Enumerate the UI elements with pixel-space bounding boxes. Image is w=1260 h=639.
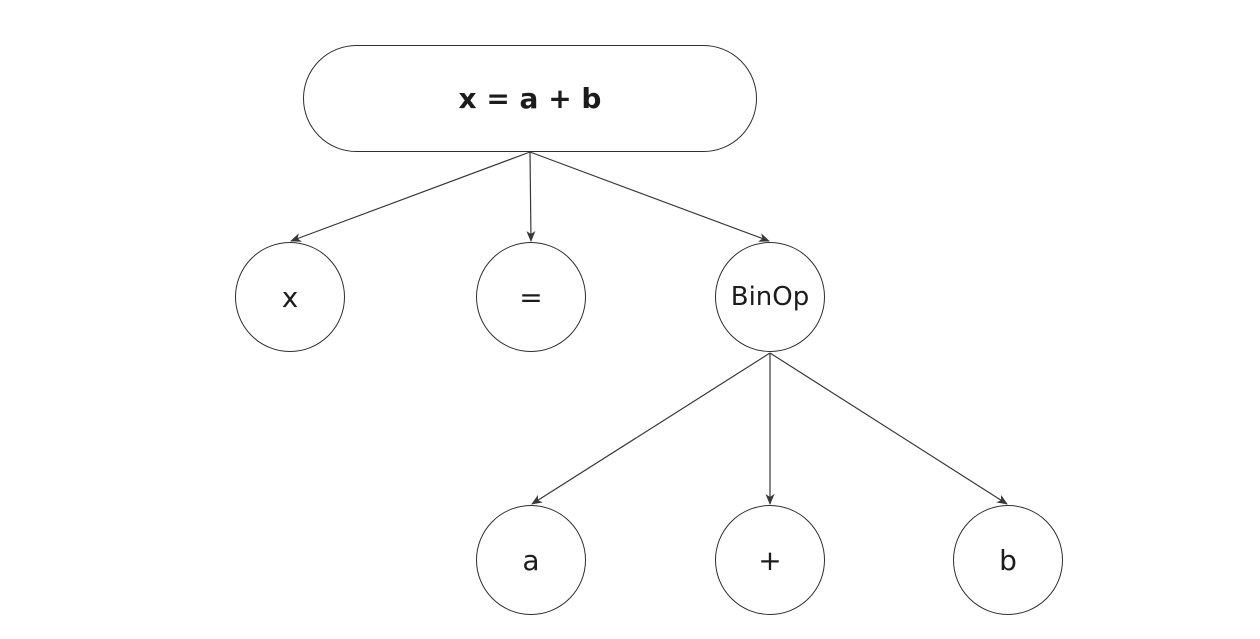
node-b-label: b [999,543,1017,577]
node-statement-label: x = a + b [458,82,602,115]
node-statement: x = a + b [303,45,757,152]
node-a-label: a [522,543,540,577]
node-x-label: x [281,280,299,314]
edge-root-to-x [290,151,531,242]
node-equals: = [476,242,586,352]
node-b: b [953,505,1063,615]
node-plus-label: + [758,543,782,577]
node-binop-label: BinOp [730,282,810,312]
node-a: a [476,505,586,615]
edge-root-to-binop [529,151,770,242]
node-x: x [235,242,345,352]
edge-binop-to-b [769,352,1008,505]
edge-root-to-eq [526,151,536,242]
node-equals-label: = [519,280,543,314]
node-binop: BinOp [715,242,825,352]
edge-binop-to-a [531,352,771,505]
node-plus: + [715,505,825,615]
